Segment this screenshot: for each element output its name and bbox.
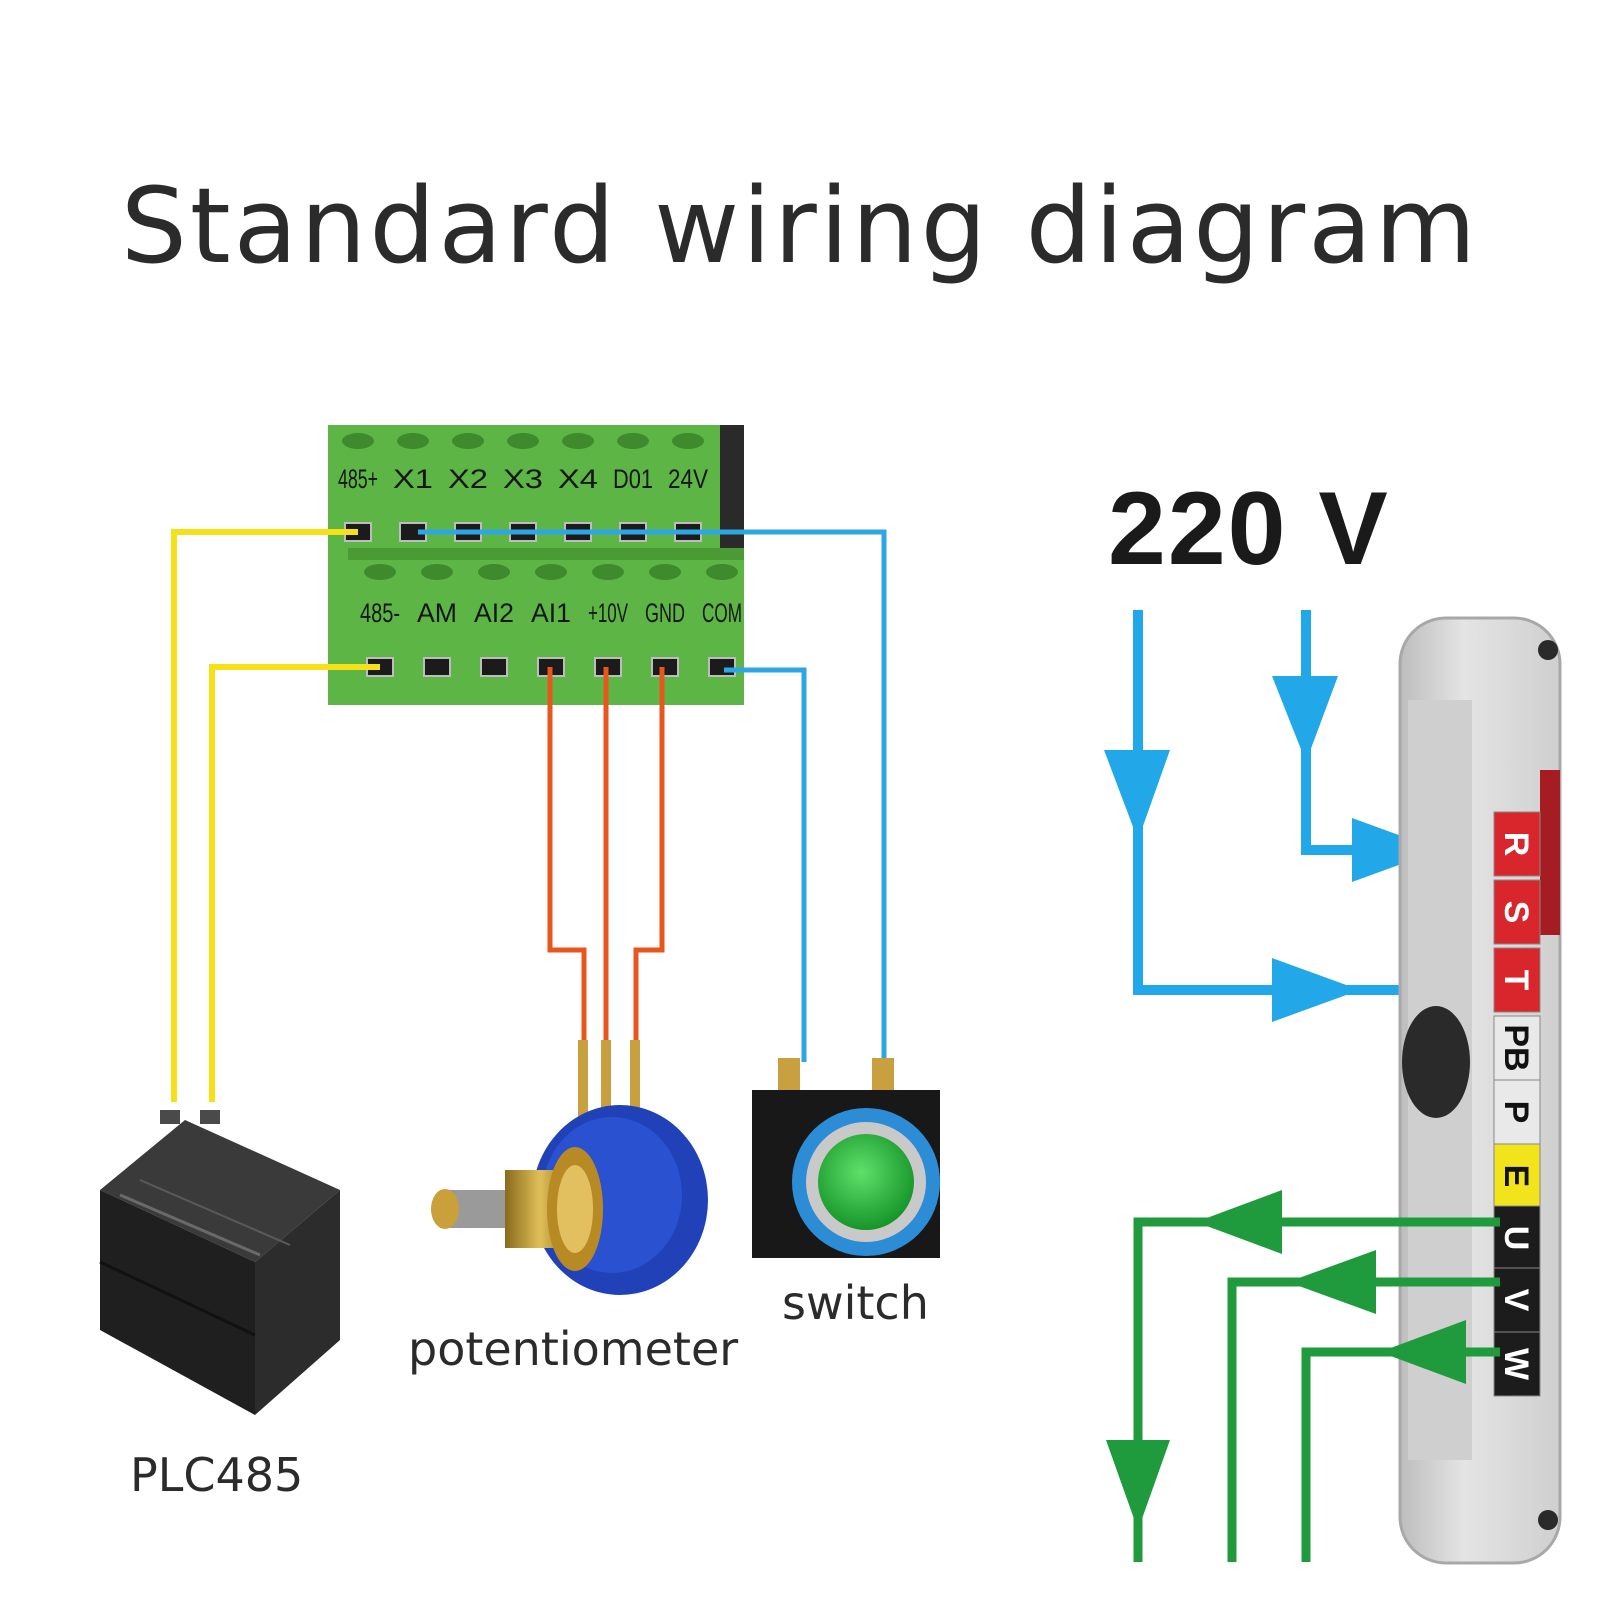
wire-485-minus	[209, 664, 380, 1102]
bottom-terminal-slot-COM	[708, 657, 736, 677]
arrow-left-icon	[1288, 1250, 1376, 1314]
power-terminal-label-W: W	[1497, 1348, 1535, 1381]
arrow-right-icon	[1272, 958, 1360, 1022]
plc-device	[99, 1110, 340, 1415]
arrow-down-icon	[1104, 750, 1170, 840]
input-power-wiring	[1104, 610, 1500, 1022]
arrow-left-icon	[1380, 1320, 1466, 1384]
power-terminal-PB	[1493, 1015, 1541, 1081]
terminal-screw	[452, 433, 484, 449]
terminal-screw	[342, 433, 374, 449]
top-terminal-label-485+: 485+	[338, 464, 378, 494]
bottom-terminal-label-485-: 485-	[360, 598, 400, 628]
top-terminal-label-X4: X4	[558, 464, 598, 494]
terminal-screw	[562, 433, 594, 449]
arrow-right-icon	[1352, 818, 1440, 882]
terminal-screw	[617, 433, 649, 449]
bottom-terminal-label-COM: COM	[702, 598, 742, 628]
potentiometer-label: potentiometer	[408, 1322, 739, 1376]
power-terminal-W	[1493, 1331, 1541, 1397]
power-terminal-label-PB: PB	[1497, 1024, 1535, 1071]
output-power-wiring	[1106, 1190, 1500, 1562]
wire-gnd-pot	[633, 667, 665, 1050]
top-terminal-label-D01: D01	[613, 464, 653, 494]
inverter-housing: R S T PB P E U V W	[1398, 616, 1562, 1565]
power-terminal-label-U: U	[1497, 1226, 1535, 1251]
power-terminal-label-T: T	[1497, 970, 1535, 991]
terminal-screw	[592, 564, 624, 580]
wire-com-switch	[724, 667, 807, 1062]
arrow-down-icon	[1272, 676, 1338, 762]
bottom-terminal-label-AM: AM	[417, 598, 457, 628]
power-terminal-label-V: V	[1497, 1289, 1535, 1312]
top-terminal-label-X3: X3	[503, 464, 543, 494]
terminal-screw	[397, 433, 429, 449]
terminal-screw	[649, 564, 681, 580]
bottom-terminal-label-AI1: AI1	[531, 598, 571, 628]
power-terminal-label-P: P	[1497, 1101, 1535, 1124]
terminal-screw	[672, 433, 704, 449]
supply-voltage-label: 220 V	[1108, 471, 1390, 587]
plc-label: PLC485	[130, 1448, 304, 1502]
power-terminal-P	[1493, 1079, 1541, 1145]
power-terminal-V	[1493, 1267, 1541, 1333]
bottom-terminal-label-+10V: +10V	[588, 598, 628, 628]
bottom-terminal-slot-GND	[651, 657, 679, 677]
terminal-screw	[507, 433, 539, 449]
switch-device	[752, 1058, 940, 1258]
power-terminal-label-R: R	[1497, 832, 1535, 857]
bottom-terminal-label-AI2: AI2	[474, 598, 514, 628]
arrow-left-icon	[1196, 1190, 1282, 1254]
terminal-screw	[364, 564, 396, 580]
potentiometer-device	[431, 1040, 708, 1295]
switch-label: switch	[782, 1276, 929, 1330]
bottom-terminal-slot-AM	[423, 657, 451, 677]
power-terminal-label-E: E	[1497, 1165, 1535, 1188]
terminal-block: 485+ X1 X2 X3 X4 D01 24V 485- AM AI2 AI1 +10V GND CO…	[328, 425, 744, 705]
terminal-screw	[421, 564, 453, 580]
power-terminal-R	[1493, 811, 1541, 877]
top-terminal-label-24V: 24V	[668, 464, 708, 494]
power-terminal-S	[1493, 879, 1541, 945]
terminal-screw	[706, 564, 738, 580]
arrow-down-icon	[1106, 1440, 1170, 1530]
power-terminal-T	[1493, 947, 1541, 1013]
power-terminal-label-S: S	[1497, 901, 1535, 924]
terminal-screw	[478, 564, 510, 580]
wire-ai1-pot	[547, 667, 587, 1050]
bottom-terminal-label-GND: GND	[645, 598, 685, 628]
power-terminal-U	[1493, 1205, 1541, 1271]
page-title: Standard wiring diagram	[120, 165, 1480, 287]
power-terminal-E	[1493, 1143, 1541, 1209]
wire-x1-switch	[418, 529, 887, 1062]
wire-485-plus	[171, 529, 358, 1102]
top-terminal-label-X1: X1	[393, 464, 433, 494]
bottom-terminal-slot-AI2	[480, 657, 508, 677]
terminal-screw	[535, 564, 567, 580]
top-terminal-label-X2: X2	[448, 464, 488, 494]
